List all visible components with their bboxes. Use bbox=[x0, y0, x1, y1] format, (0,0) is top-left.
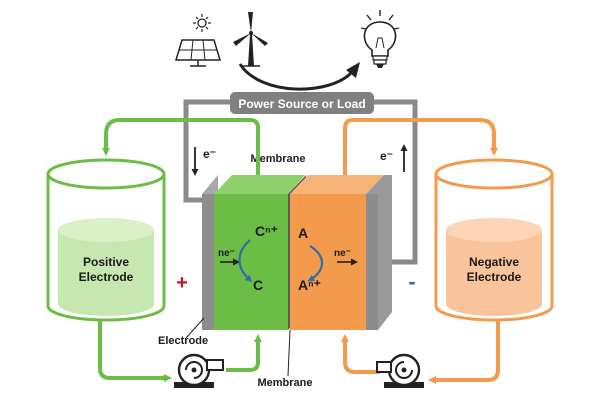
energy-flow-arrow bbox=[238, 63, 354, 91]
solar-panel-icon bbox=[174, 14, 222, 67]
electron-label-left: e⁻ bbox=[203, 147, 216, 161]
orange-return-pipe bbox=[343, 118, 498, 175]
wind-turbine-icon bbox=[233, 12, 268, 67]
green-pump-outlet-pipe bbox=[226, 334, 262, 372]
negative-electrolyte-tank: Negative Electrode bbox=[434, 158, 554, 322]
energy-flow-arrowhead bbox=[346, 62, 360, 78]
electron-label-right: e⁻ bbox=[380, 149, 393, 163]
electrode-label: Electrode bbox=[158, 335, 208, 347]
left-electron-transfer-label: ne⁻ bbox=[218, 248, 235, 259]
external-circuit bbox=[183, 99, 418, 265]
oxidized-species-label: Aⁿ⁺ bbox=[298, 277, 321, 293]
cation-label: Cⁿ⁺ bbox=[255, 223, 278, 239]
right-electron-transfer-label: ne⁻ bbox=[334, 248, 351, 259]
positive-tank-label-line1: Positive bbox=[83, 255, 129, 269]
membrane-pointer bbox=[287, 329, 291, 377]
anion-label: A bbox=[298, 225, 308, 241]
positive-terminal-label: + bbox=[176, 272, 188, 294]
positive-electrolyte-tank: Positive Electrode bbox=[46, 158, 166, 322]
pump-icon bbox=[174, 353, 224, 388]
pump-icon bbox=[376, 353, 424, 388]
negative-tank-label-line2: Electrode bbox=[467, 270, 522, 284]
membrane-label-top: Membrane bbox=[250, 153, 305, 165]
light-bulb-icon bbox=[360, 10, 400, 68]
right-reaction-arrow bbox=[307, 245, 324, 282]
positive-tank-label-line2: Electrode bbox=[79, 270, 134, 284]
negative-terminal-label: - bbox=[408, 269, 415, 294]
orange-supply-pipe bbox=[428, 320, 500, 384]
reduced-species-label: C bbox=[253, 277, 263, 293]
orange-pump-inlet-pipe bbox=[341, 334, 380, 374]
power-source-or-load-box: Power Source or Load bbox=[230, 92, 374, 114]
membrane-label-bottom: Membrane bbox=[257, 377, 312, 389]
green-supply-pipe bbox=[98, 320, 172, 382]
green-return-pipe bbox=[102, 118, 260, 175]
power-source-or-load-label: Power Source or Load bbox=[238, 97, 365, 111]
negative-tank-label-line1: Negative bbox=[469, 255, 519, 269]
left-reaction-arrow bbox=[238, 239, 253, 282]
electrode-pointer bbox=[185, 317, 205, 339]
